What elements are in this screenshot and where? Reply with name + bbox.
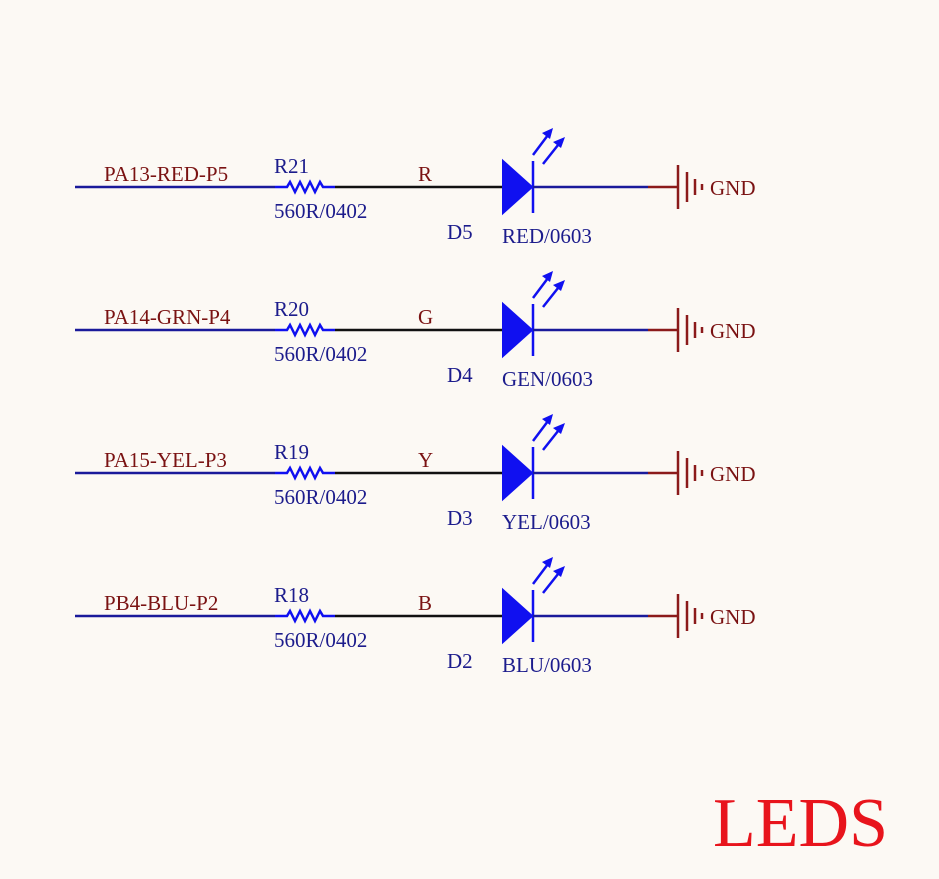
resistor-designator: R20 [274, 297, 309, 321]
ground-label: GND [710, 605, 756, 629]
led-arrow-head [553, 566, 565, 577]
schematic-title: LEDS [713, 785, 888, 862]
led-arrow-head [542, 271, 553, 282]
led-triangle [502, 158, 534, 216]
ground-label: GND [710, 462, 756, 486]
node-label: B [418, 591, 432, 615]
led-arrow-head [542, 557, 553, 568]
diode-value: YEL/0603 [502, 510, 591, 534]
diode-designator: D5 [447, 220, 473, 244]
resistor-symbol [275, 608, 335, 624]
led-arrow-head [542, 128, 553, 139]
channel-row-1: PA14-GRN-P4 R20 560R/0402 G D4 GEN/0603 GND [75, 271, 756, 391]
led-arrow-head [553, 280, 565, 291]
resistor-value: 560R/0402 [274, 485, 367, 509]
resistor-symbol [275, 179, 335, 195]
diode-value: RED/0603 [502, 224, 592, 248]
led-arrow-head [553, 423, 565, 434]
diode-designator: D4 [447, 363, 473, 387]
net-label: PA14-GRN-P4 [104, 305, 231, 329]
resistor-designator: R19 [274, 440, 309, 464]
led-triangle [502, 444, 534, 502]
led-arrow-head [542, 414, 553, 425]
resistor-symbol [275, 465, 335, 481]
net-label: PA13-RED-P5 [104, 162, 228, 186]
net-label: PB4-BLU-P2 [104, 591, 218, 615]
led-triangle [502, 301, 534, 359]
resistor-designator: R18 [274, 583, 309, 607]
node-label: R [418, 162, 432, 186]
diode-value: GEN/0603 [502, 367, 593, 391]
diode-designator: D3 [447, 506, 473, 530]
channel-row-2: PA15-YEL-P3 R19 560R/0402 Y D3 YEL/0603 GND [75, 414, 756, 534]
net-label: PA15-YEL-P3 [104, 448, 227, 472]
node-label: Y [418, 448, 433, 472]
resistor-symbol [275, 322, 335, 338]
diode-value: BLU/0603 [502, 653, 592, 677]
node-label: G [418, 305, 433, 329]
ground-label: GND [710, 176, 756, 200]
resistor-designator: R21 [274, 154, 309, 178]
resistor-value: 560R/0402 [274, 342, 367, 366]
led-triangle [502, 587, 534, 645]
ground-label: GND [710, 319, 756, 343]
channel-row-3: PB4-BLU-P2 R18 560R/0402 B D2 BLU/0603 GND [75, 557, 756, 677]
diode-designator: D2 [447, 649, 473, 673]
led-arrow-head [553, 137, 565, 148]
resistor-value: 560R/0402 [274, 628, 367, 652]
resistor-value: 560R/0402 [274, 199, 367, 223]
channel-row-0: PA13-RED-P5 R21 560R/0402 R D5 RED/0603 GND [75, 128, 756, 248]
